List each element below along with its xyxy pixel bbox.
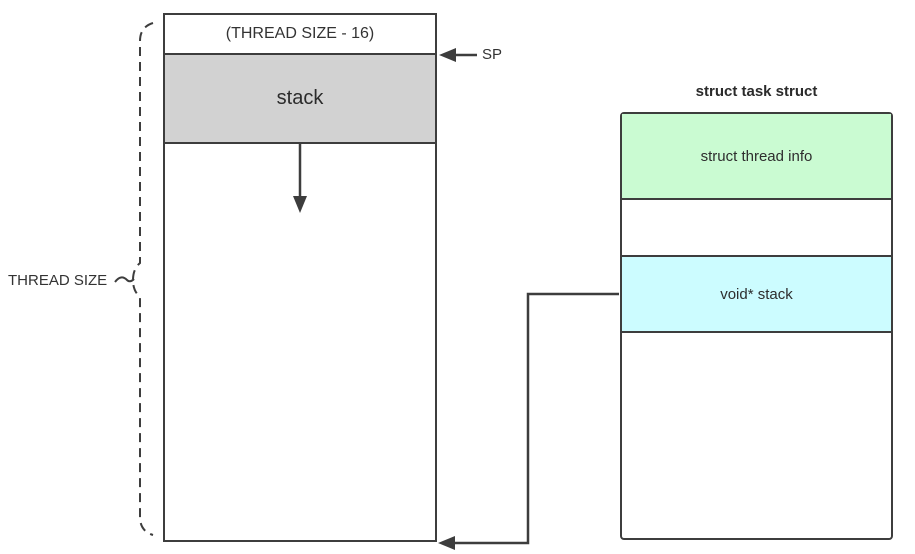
thread-info-cell: struct thread info	[622, 114, 891, 200]
void-stack-cell: void* stack	[622, 257, 891, 333]
task-struct-empty-cell-1	[622, 200, 891, 257]
thread-size-16-cell: (THREAD SIZE - 16)	[165, 15, 435, 55]
thread-stack-box: (THREAD SIZE - 16) stack	[163, 13, 437, 542]
task-struct-empty-cell-2	[622, 333, 891, 538]
task-struct-title: struct task struct	[695, 83, 818, 100]
thread-size-16-label: (THREAD SIZE - 16)	[225, 25, 375, 42]
void-stack-pointer-line	[438, 292, 619, 550]
task-struct-box: struct thread info void* stack	[620, 112, 893, 540]
thread-size-label: THREAD SIZE	[8, 272, 108, 289]
thread-size-brace-icon	[114, 22, 154, 536]
stack-label: stack	[276, 87, 324, 109]
sp-arrow-left-icon	[439, 48, 477, 62]
void-stack-label: void* stack	[720, 285, 793, 303]
stack-cell: stack	[165, 55, 435, 144]
sp-label: SP	[482, 46, 503, 63]
thread-info-label: struct thread info	[700, 147, 813, 165]
stack-free-space-cell	[165, 144, 435, 540]
